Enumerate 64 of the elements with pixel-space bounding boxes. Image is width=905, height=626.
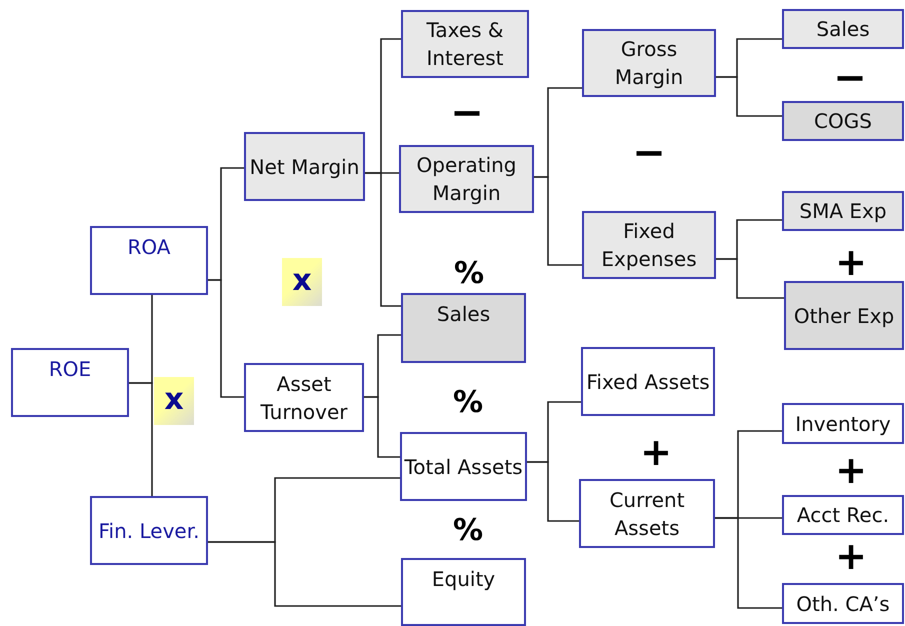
metric-box [401,10,529,78]
metric-name: Equity [432,566,496,593]
multiply-sign: x [282,258,322,306]
metric-box [782,583,904,624]
connector-line [364,396,400,458]
plus-sign: + [834,451,868,489]
metric-name: Sales [436,301,490,328]
metric-name: COGS [814,108,872,135]
minus-sign: − [449,93,485,133]
minus-sign: − [631,133,667,173]
metric-name: Inventory [795,410,891,438]
plus-sign: + [834,537,868,575]
metric-name: Operating Margin [416,152,518,207]
metric-box [784,281,904,350]
connector-line [534,176,582,266]
connector-line [129,382,153,496]
metric-box [90,226,208,295]
metric-name: Fixed Expenses [600,218,698,273]
percent-sign: % [452,516,484,546]
connector-line [715,517,782,609]
metric-box [782,403,904,444]
metric-box [782,191,904,231]
metric-name: Fin. Lever. [98,518,200,544]
metric-box [401,293,526,363]
metric-box [782,101,904,141]
metric-box [782,495,904,535]
metric-name: Acct Rec. [796,502,890,529]
multiply-sign: x [154,377,194,425]
metric-name: Total Assets [404,454,523,480]
metric-box [90,496,208,565]
metric-box [401,558,526,626]
metric-box [244,363,364,432]
metric-name: ROA [128,234,170,261]
metric-box [579,479,715,548]
metric-box [244,132,365,201]
connector-line [208,541,401,607]
percent-sign: % [452,388,484,418]
metric-name: Sales [816,16,870,43]
metric-box [581,347,715,416]
percent-sign: % [452,259,486,289]
metric-box [400,432,527,501]
metric-box [399,145,534,213]
metric-name: Asset Turnover [259,370,348,426]
metric-name: Net Margin [250,154,360,180]
minus-sign: − [832,58,868,98]
metric-name: Current Assets [608,486,686,542]
metric-name: ROE [48,356,92,383]
metric-box [11,348,129,417]
metric-box [582,29,716,97]
metric-box [582,211,716,279]
connector-line [365,172,401,307]
metric-name: Taxes & Interest [425,17,505,72]
metric-name: Oth. CA’s [796,590,890,618]
plus-sign: + [834,243,868,281]
plus-sign: + [639,433,673,471]
metric-name: Fixed Assets [586,368,710,396]
connector-line [208,279,244,398]
metric-name: SMA Exp [799,198,887,225]
connector-line [716,76,782,117]
connector-line [527,461,579,522]
metric-name: Other Exp [794,302,894,330]
connector-line [716,258,784,299]
metric-name: Gross Margin [614,36,684,91]
metric-box [782,9,904,49]
